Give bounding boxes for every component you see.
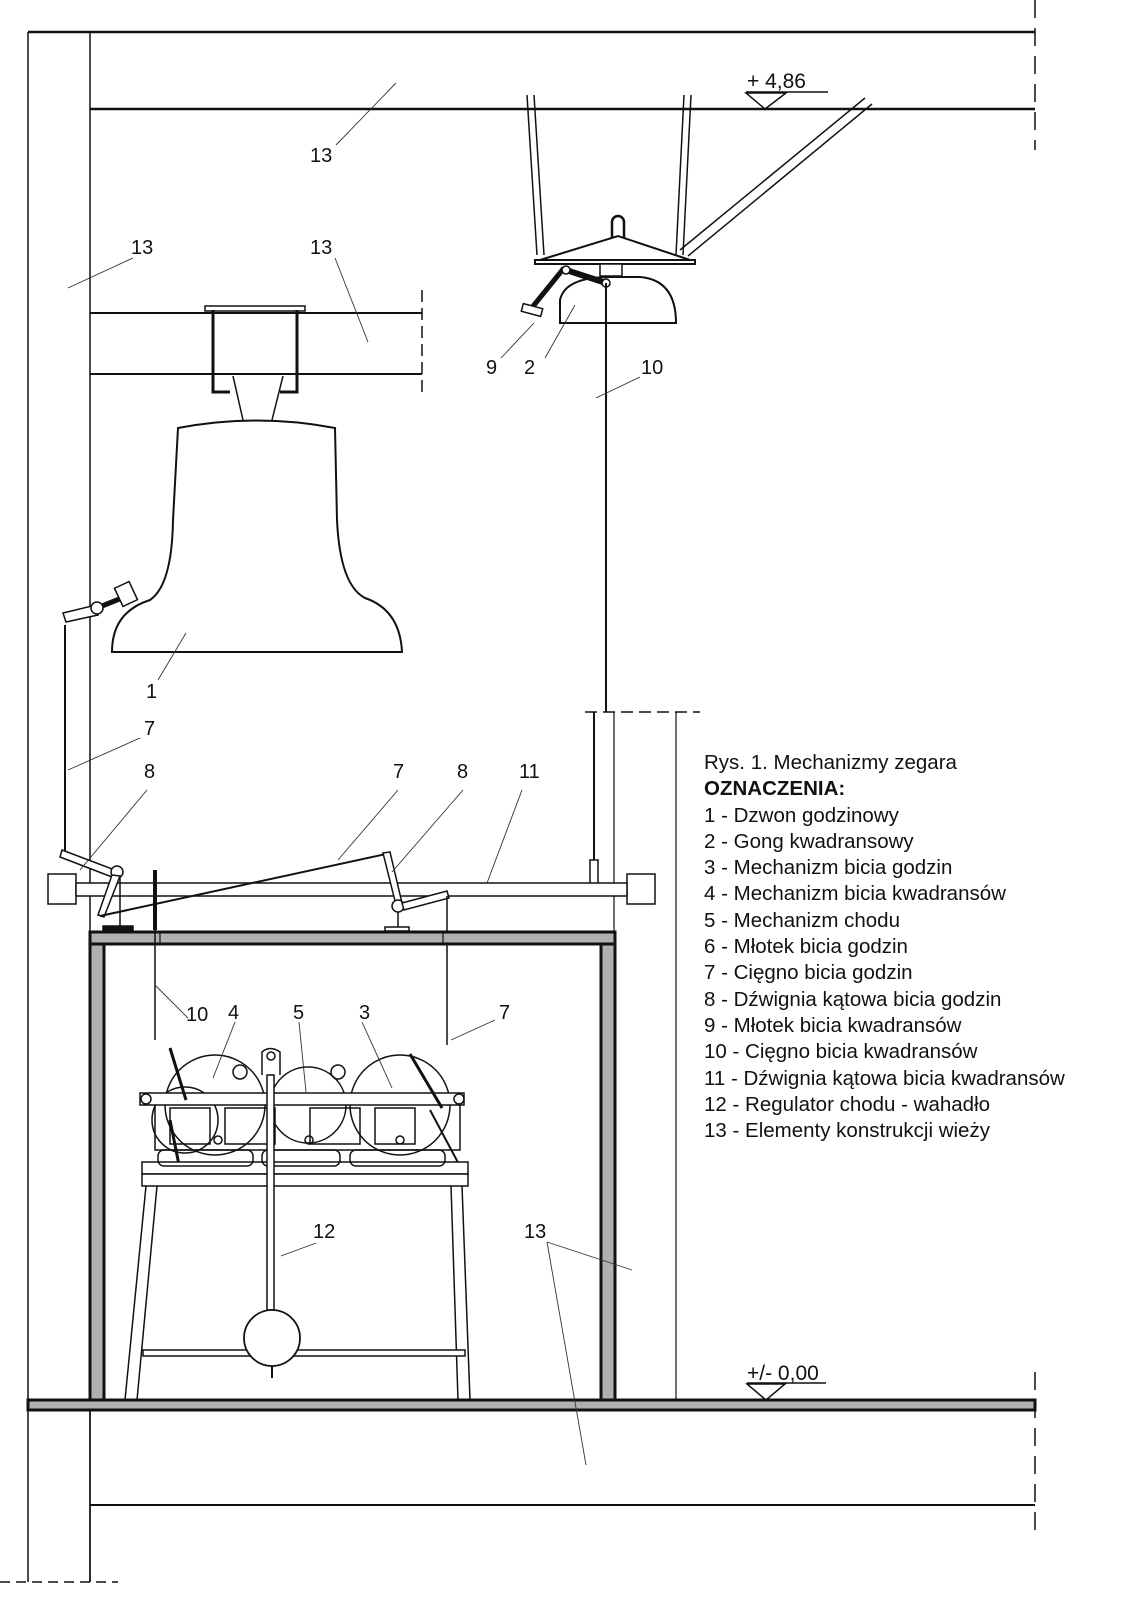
pendulum <box>243 1074 301 1378</box>
hour-bell <box>110 305 404 653</box>
legend-item: 9 - Młotek bicia kwadransów <box>704 1013 962 1037</box>
legend-item: 4 - Mechanizm bicia kwadransów <box>704 882 1006 906</box>
callout-13-low: 13 <box>524 1221 546 1243</box>
stand <box>124 1185 471 1401</box>
level-marker-floor <box>744 1382 826 1401</box>
level-floor-label: +/- 0,00 <box>747 1362 819 1385</box>
callout-13-top: 13 <box>310 145 332 167</box>
callout-4: 4 <box>228 1002 239 1024</box>
legend: Rys. 1. Mechanizmy zegara OZNACZENIA: 1 … <box>704 750 1065 1144</box>
legend-item: 6 - Młotek bicia godzin <box>704 935 908 959</box>
legend-item: 8 - Dźwignia kątowa bicia godzin <box>704 987 1002 1011</box>
callout-10-top: 10 <box>641 357 663 379</box>
callout-7-mid: 7 <box>393 761 404 783</box>
level-top-label: + 4,86 <box>747 70 806 93</box>
callout-5: 5 <box>293 1002 304 1024</box>
legend-item: 12 - Regulator chodu - wahadło <box>704 1092 991 1116</box>
legend-item: 2 - Gong kwadransowy <box>704 829 914 853</box>
callout-8-mid: 8 <box>457 761 468 783</box>
level-marker-top <box>743 91 828 110</box>
legend-item: 13 - Elementy konstrukcji wieży <box>704 1119 990 1143</box>
leader-lines <box>67 82 641 1466</box>
legend-item: 11 - Dźwignia kątowa bicia kwadransów <box>704 1066 1065 1090</box>
callout-13-left: 13 <box>131 237 153 259</box>
quarter-gong <box>520 94 873 891</box>
legend-item: 3 - Mechanizm bicia godzin <box>704 856 953 880</box>
callout-7-right: 7 <box>499 1002 510 1024</box>
legend-item: 5 - Mechanizm chodu <box>704 908 900 932</box>
legend-heading: OZNACZENIA: <box>704 777 846 801</box>
callout-3: 3 <box>359 1002 370 1024</box>
callout-11: 11 <box>519 761 540 783</box>
callout-10-low: 10 <box>186 1004 208 1026</box>
callout-8-left: 8 <box>144 761 155 783</box>
tower-structure <box>0 0 1037 1583</box>
callout-7-left: 7 <box>144 718 155 740</box>
clockwork <box>139 1047 469 1187</box>
callout-13-beam: 13 <box>310 237 332 259</box>
callout-9: 9 <box>486 357 497 379</box>
frame <box>88 930 617 1402</box>
callout-12: 12 <box>313 1221 335 1243</box>
legend-item: 7 - Cięgno bicia godzin <box>704 961 913 985</box>
figure-caption: Rys. 1. Mechanizmy zegara <box>704 751 957 774</box>
hour-hammer <box>62 580 139 855</box>
callout-1: 1 <box>146 681 157 703</box>
legend-item: 10 - Cięgno bicia kwadransów <box>704 1040 978 1064</box>
lever-shaft <box>47 849 656 1045</box>
legend-item: 1 - Dzwon godzinowy <box>704 803 899 827</box>
callout-2: 2 <box>524 357 535 379</box>
